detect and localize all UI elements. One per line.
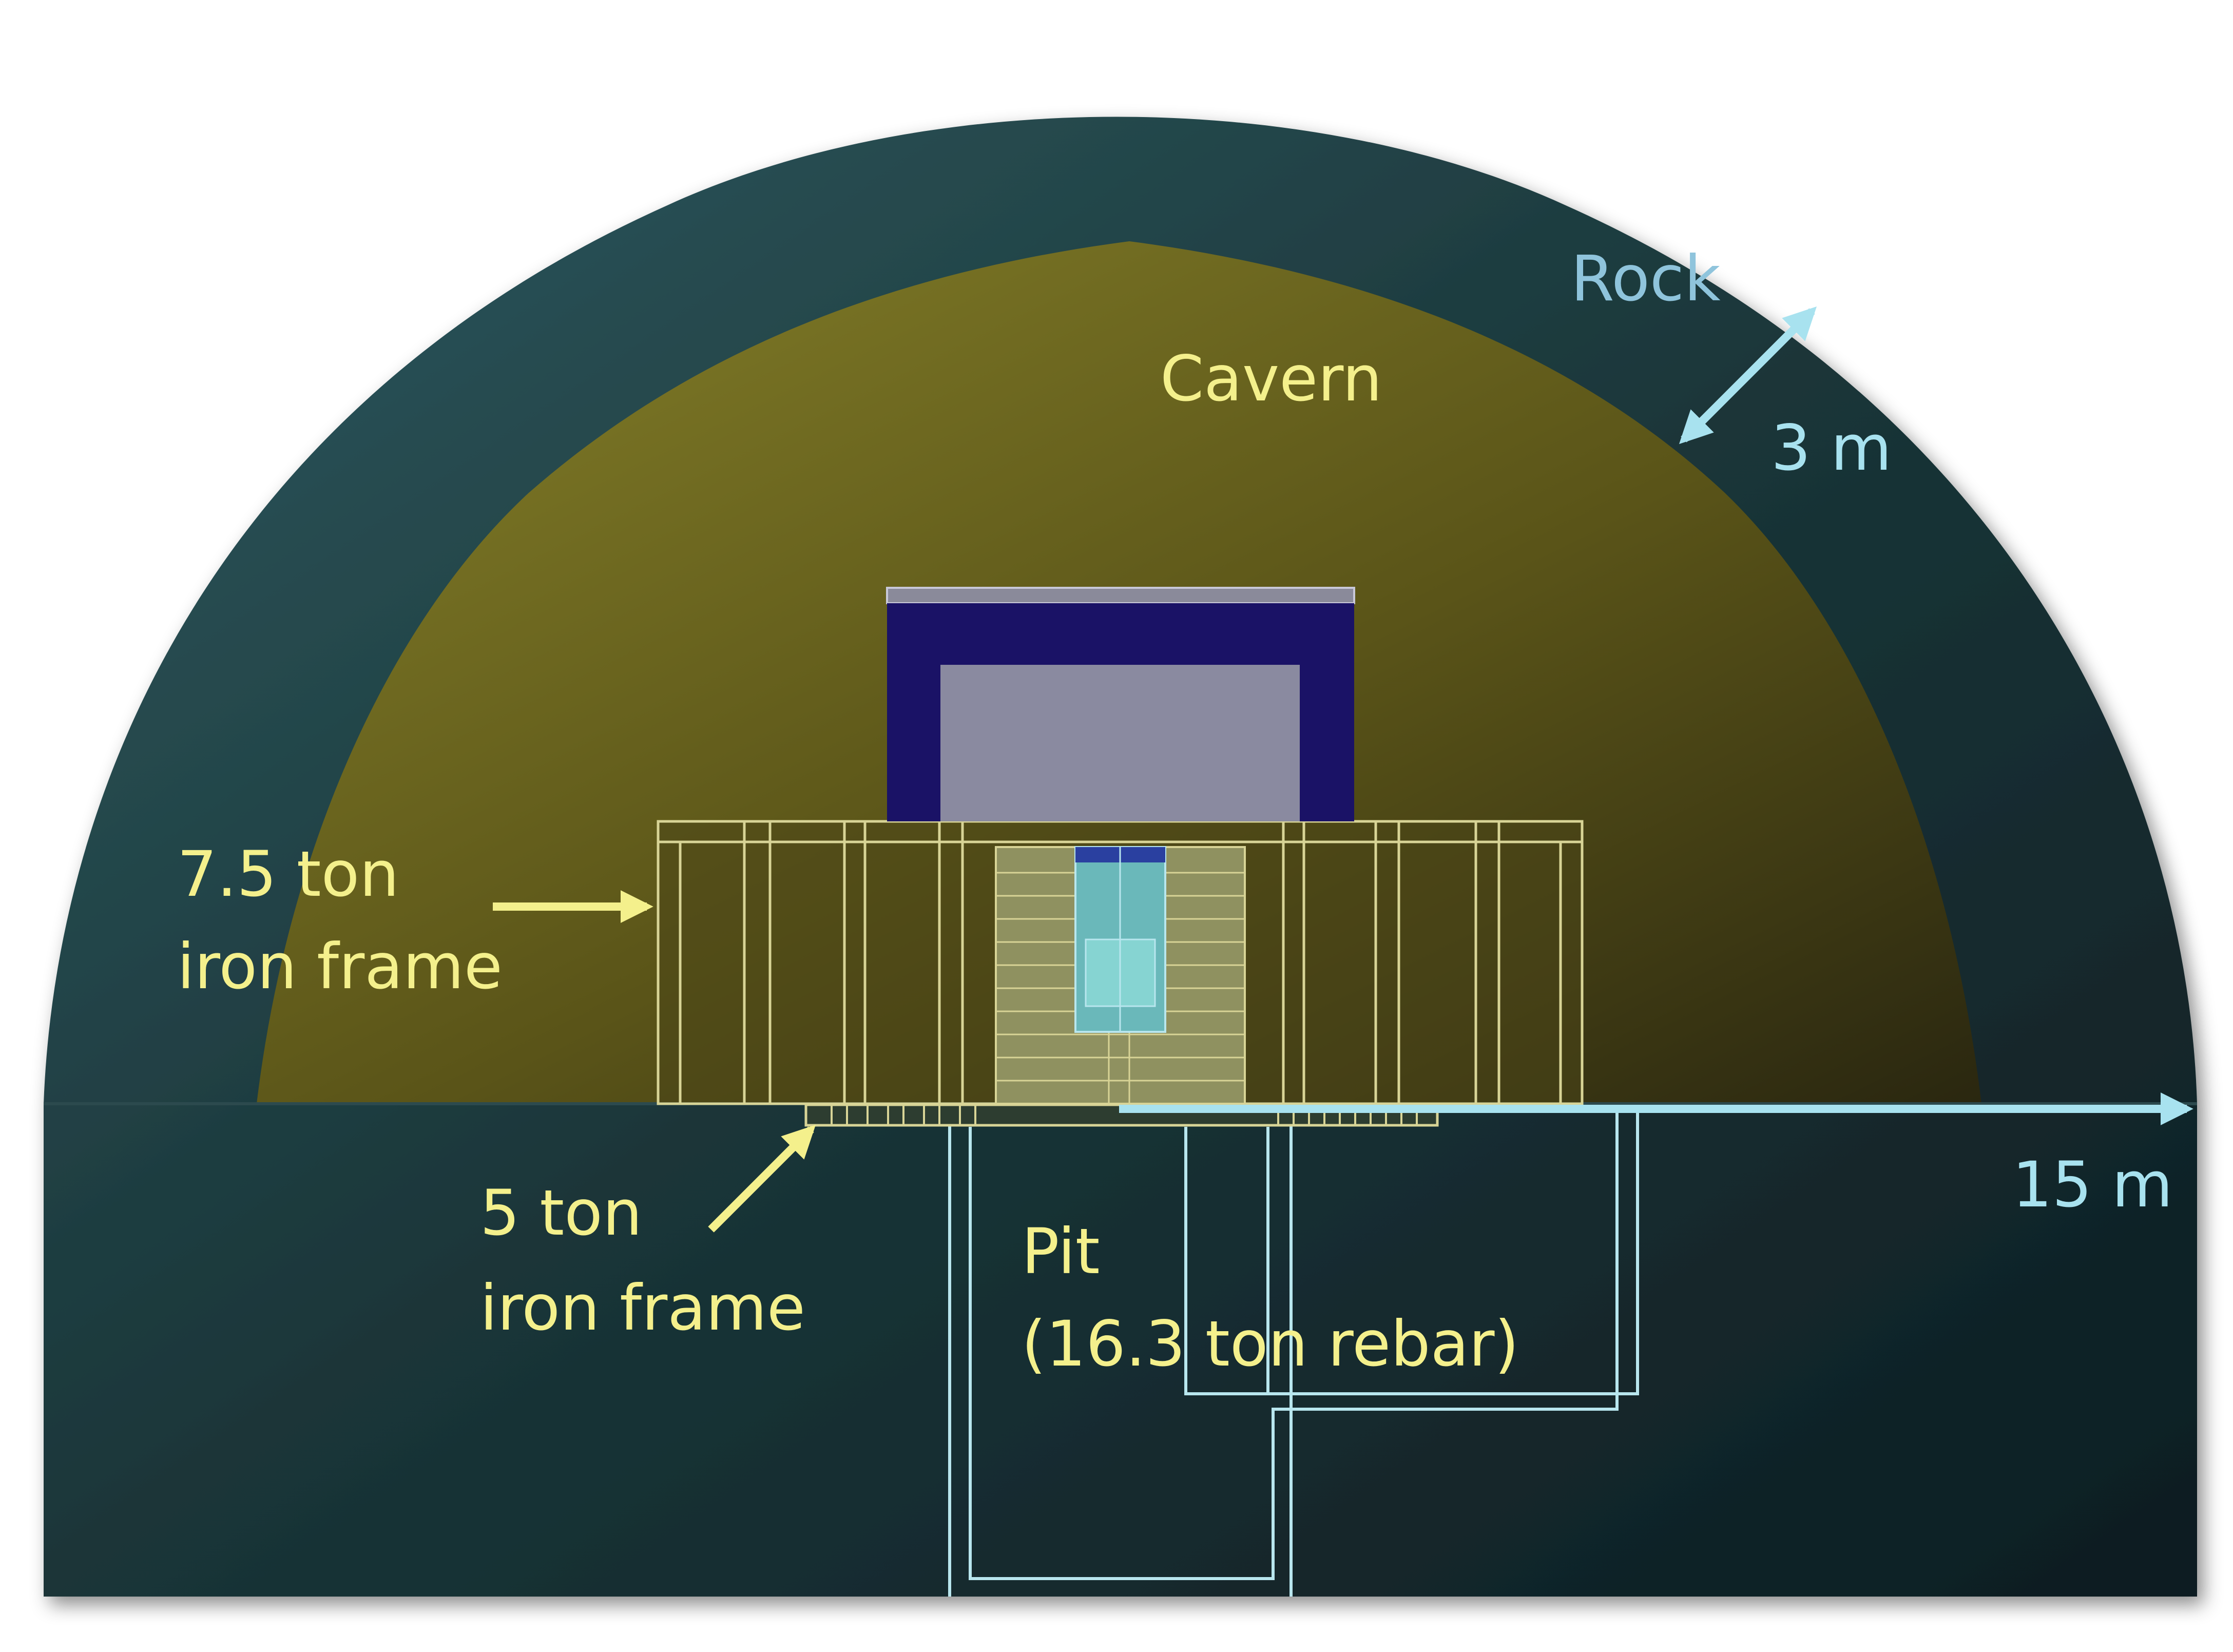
rock-thickness-label: 3 m <box>1771 412 1892 485</box>
rock-label: Rock <box>1571 242 1721 315</box>
cavern-label: Cavern <box>1160 342 1382 415</box>
top-shield <box>886 587 1355 821</box>
lower-frame-label-line2: iron frame <box>480 1272 805 1344</box>
rock-thickness-arrow <box>1679 306 1817 445</box>
pit-outline <box>948 1113 1639 1597</box>
pit-label-line2: (16.3 ton rebar) <box>1022 1308 1519 1380</box>
lower-frame-label-line1: 5 ton <box>480 1177 642 1250</box>
upper-frame-label-line1: 7.5 ton <box>177 838 399 911</box>
detector-core <box>995 846 1246 1105</box>
pit-label-line1: Pit <box>1022 1215 1100 1288</box>
upper-frame-label-line2: iron frame <box>177 930 503 1003</box>
lower-frame-arrow <box>708 1124 816 1233</box>
width-label: 15 m <box>2012 1148 2173 1221</box>
